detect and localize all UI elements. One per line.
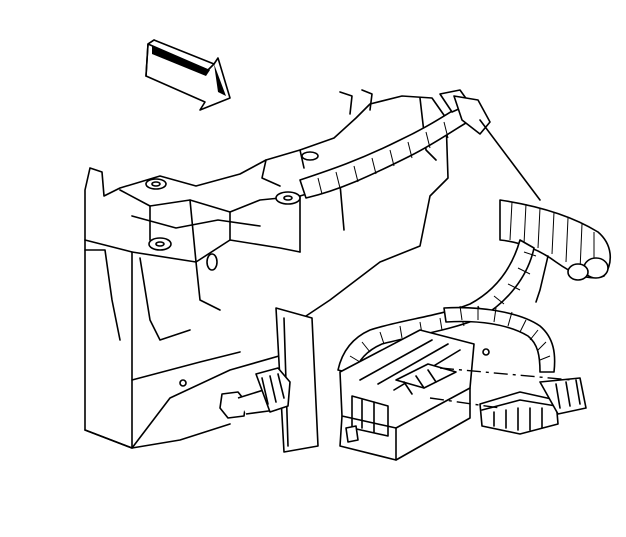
alignment-centerline-lower	[429, 397, 501, 409]
dash-frame-bracket	[84, 89, 449, 449]
electrical-connector	[479, 377, 587, 435]
mounting-holes	[145, 151, 490, 417]
wiring-harness-right	[499, 199, 611, 303]
stud-bolt	[219, 367, 291, 419]
alignment-centerline	[439, 367, 573, 381]
wiring-harness-upper	[299, 89, 541, 201]
direction-arrow	[145, 39, 231, 111]
control-module	[339, 329, 475, 461]
